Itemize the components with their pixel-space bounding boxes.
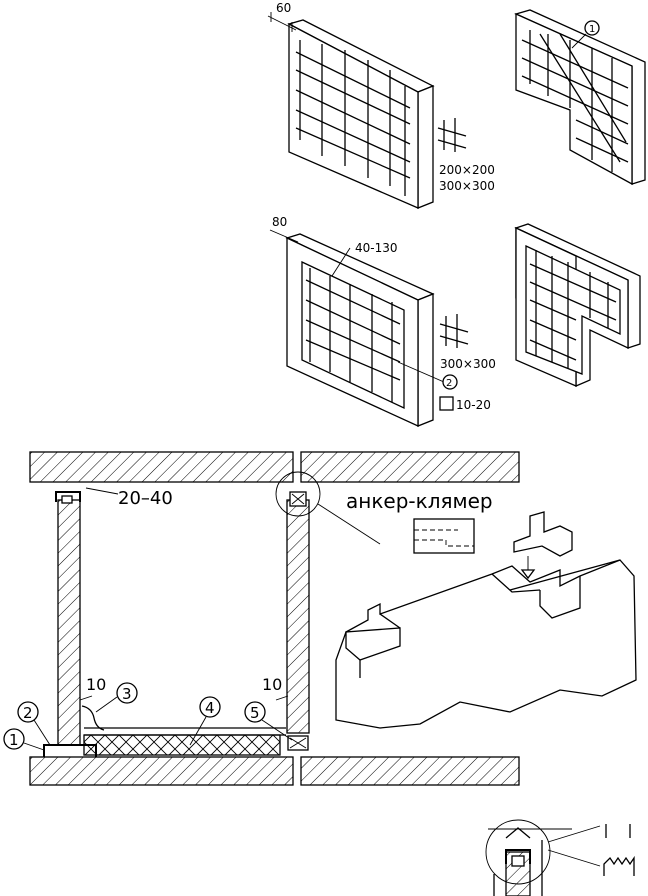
mesh-200-label: 200×200 [439, 163, 495, 177]
callout-5: 5 [244, 701, 293, 741]
callout-1-top [584, 20, 600, 36]
seam-10-20-label: 10-20 [456, 398, 491, 412]
panel-l-grid [521, 30, 629, 172]
panel-framed-l [514, 223, 641, 387]
panel-rect-mesh: 60 [267, 1, 435, 209]
ceiling-slab-right [300, 451, 520, 483]
seam-square-icon [439, 396, 454, 411]
svg-text:5: 5 [250, 704, 260, 722]
anchor-title: анкер-клямер [346, 489, 493, 513]
dim-40-130: 40-130 [331, 241, 398, 277]
dim-60: 60 [267, 1, 297, 32]
panel-framed-l-grid [529, 250, 617, 368]
mesh-300b-label: 300×300 [440, 357, 496, 371]
mesh-sample-1: 200×200 300×300 [437, 118, 495, 193]
mesh-300a-label: 300×300 [439, 179, 495, 193]
anchor-section-icon [413, 518, 475, 554]
gap-20-40-label: 20–40 [118, 488, 173, 509]
callout-4: 4 [189, 696, 221, 746]
svg-text:2: 2 [23, 704, 33, 722]
callout-3: 3 [95, 682, 138, 713]
section-drawing: 20–40 10 10 1 2 3 [3, 451, 520, 786]
top-bracket-left [55, 491, 81, 502]
svg-text:3: 3 [122, 685, 132, 703]
dim-40-130-label: 40-130 [355, 241, 398, 255]
panel-framed-mesh: 80 40-130 [269, 215, 435, 428]
panel-l-mesh: 1 [514, 9, 646, 186]
floor-slab-right [300, 756, 520, 786]
callout-2-top [442, 374, 458, 390]
gap-10-left-label: 10 [86, 675, 106, 694]
gap-10-right-label: 10 [262, 675, 282, 694]
anchor-clamp-detail: анкер-клямер [335, 489, 637, 729]
dim-80: 80 [269, 215, 299, 243]
bottom-detail [485, 819, 635, 896]
bottom-bracket-left [43, 744, 97, 757]
dim-80-label: 80 [272, 215, 287, 229]
callout-1: 1 [3, 728, 45, 751]
mesh-sample-2: 300×300 2 10-20 [397, 314, 496, 412]
detail-circle-top [275, 471, 321, 517]
callout-2-top-label: 2 [446, 378, 452, 389]
dim-60-label: 60 [276, 1, 291, 15]
floor-screed [83, 734, 281, 756]
ceiling-slab-left [29, 451, 294, 483]
partition-wall-left [57, 499, 81, 746]
svg-text:1: 1 [9, 731, 19, 749]
callout-2: 2 [17, 701, 51, 746]
callout-1-top-label: 1 [589, 24, 595, 35]
svg-text:4: 4 [205, 699, 215, 717]
panel-rect-grid [295, 40, 411, 196]
floor-slab-left [29, 756, 294, 786]
partition-wall-right [286, 499, 310, 734]
panel-framed-grid [305, 268, 401, 402]
